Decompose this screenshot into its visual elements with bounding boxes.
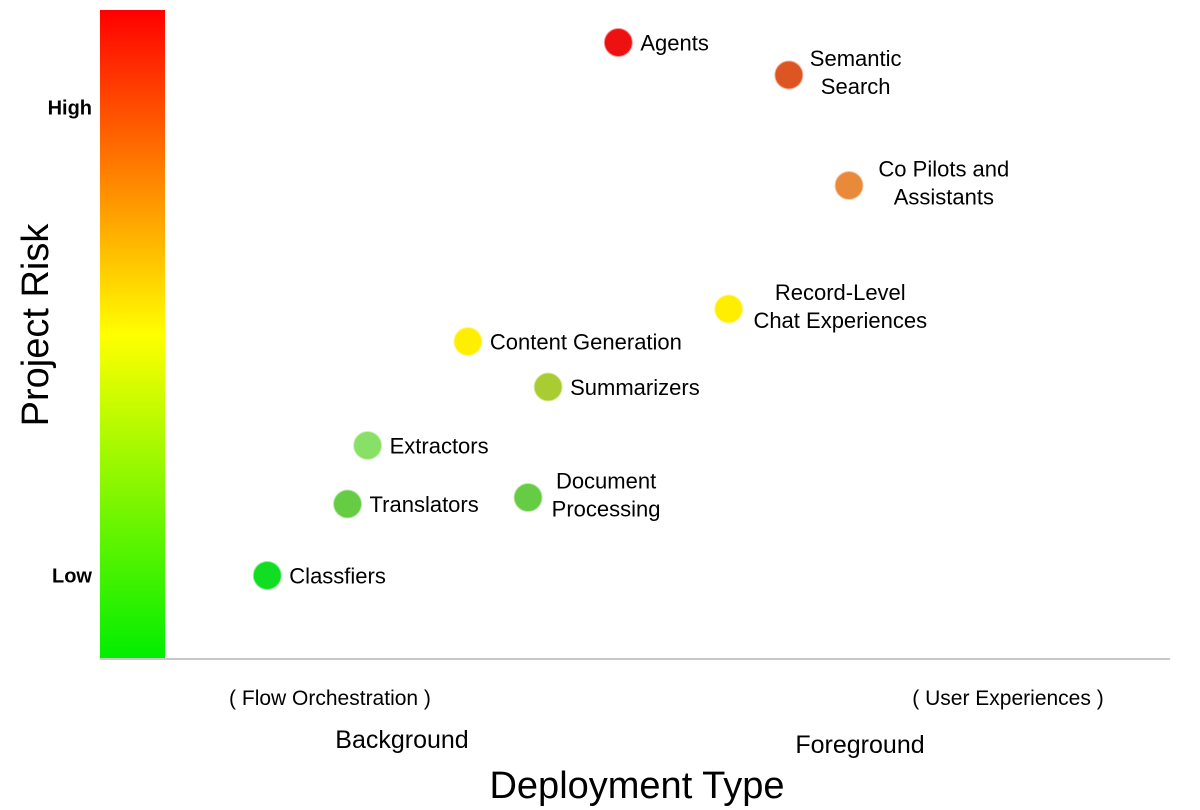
point-label-extractors: Extractors bbox=[390, 434, 489, 459]
x-axis-title: Deployment Type bbox=[489, 765, 784, 807]
point-label-summarizers: Summarizers bbox=[570, 375, 700, 400]
x-category-labels: ( Flow Orchestration ) Background ( User E… bbox=[229, 687, 1104, 759]
point-label-translators: Translators bbox=[370, 492, 479, 517]
x-category-label-background: Background bbox=[335, 726, 468, 754]
point-label-classfiers: Classfiers bbox=[289, 564, 386, 589]
point-record-level-chat-experiences bbox=[713, 293, 745, 325]
point-agents bbox=[602, 27, 634, 58]
x-category-label-foreground: Foreground bbox=[795, 731, 924, 759]
point-translators bbox=[332, 488, 364, 520]
point-document-processing bbox=[512, 482, 544, 513]
point-co-pilots-and-assistants bbox=[833, 170, 865, 201]
point-label-content-generation: Content Generation bbox=[490, 330, 682, 355]
risk-gradient-bar bbox=[100, 10, 165, 660]
point-semantic-search bbox=[773, 59, 805, 91]
x-category-sublabel-0: ( Flow Orchestration ) bbox=[229, 687, 431, 710]
y-tick-label-low: Low bbox=[52, 566, 92, 588]
point-content-generation bbox=[452, 326, 484, 357]
point-summarizers bbox=[532, 371, 564, 403]
point-extractors bbox=[352, 430, 384, 461]
point-classfiers bbox=[251, 560, 283, 591]
x-category-sublabel-1: ( User Experiences ) bbox=[912, 687, 1103, 710]
point-label-agents: Agents bbox=[640, 31, 709, 56]
y-axis-title: Project Risk bbox=[15, 223, 57, 427]
y-tick-label-high: High bbox=[48, 98, 92, 120]
